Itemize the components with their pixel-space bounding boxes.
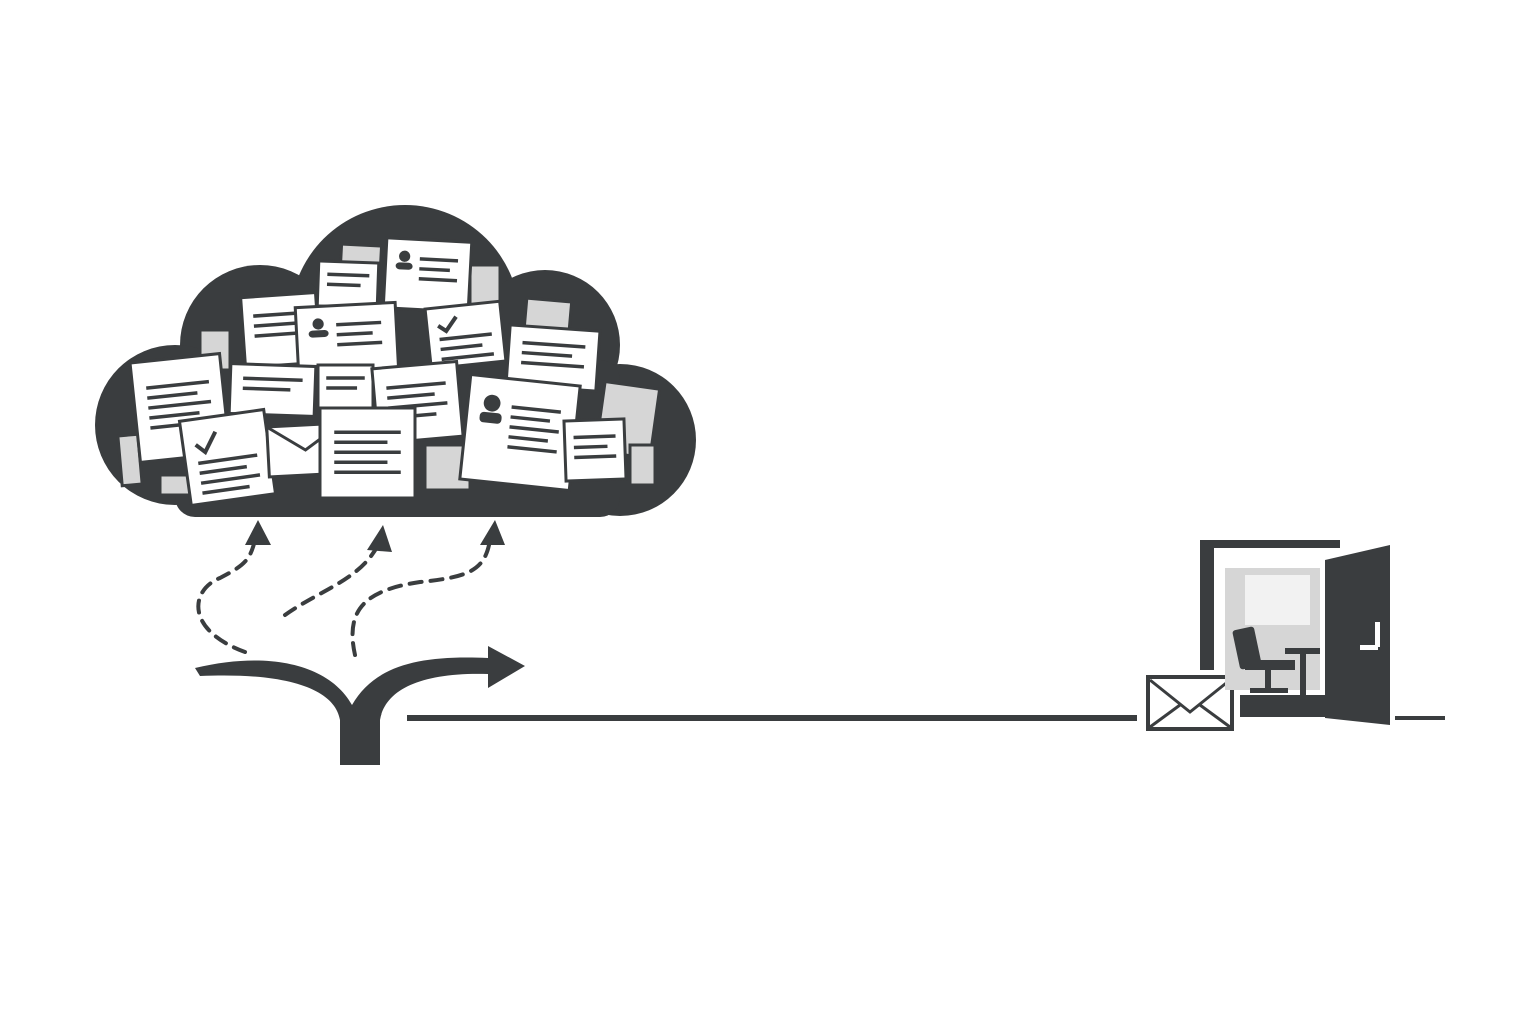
text-document-icon (504, 323, 602, 393)
envelope-icon (1146, 675, 1234, 731)
resume-document-icon (458, 372, 582, 493)
resume-document-icon (381, 236, 474, 314)
text-document-icon (315, 259, 381, 310)
dashed-upload-arrows (196, 538, 492, 657)
text-document-icon (628, 443, 657, 487)
text-document-icon (227, 361, 318, 419)
document-pile (116, 236, 662, 508)
path-line (407, 715, 1137, 721)
checklist-document-icon (177, 407, 278, 508)
text-document-icon (562, 417, 628, 483)
checklist-document-icon (423, 299, 508, 371)
fork-arrow-icon (195, 646, 525, 765)
office-chair-icon (1232, 626, 1320, 696)
text-document-icon (318, 406, 417, 500)
arrow-heads (245, 520, 505, 552)
open-door-office-icon (1200, 540, 1445, 725)
text-document-icon (316, 363, 375, 412)
